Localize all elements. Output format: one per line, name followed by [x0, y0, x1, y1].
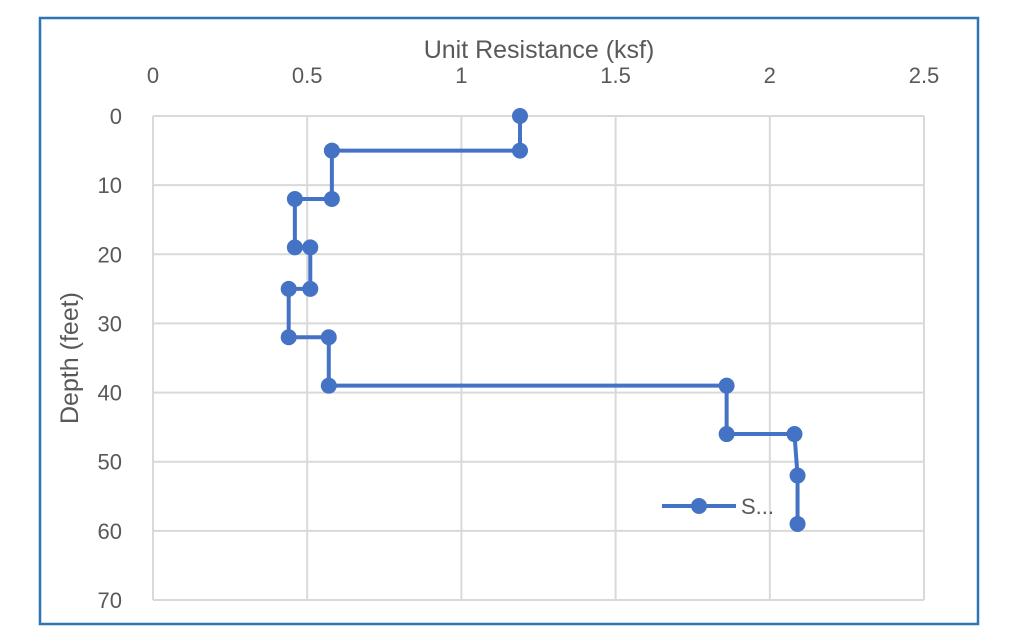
data-point [280, 280, 297, 297]
data-point [511, 108, 528, 124]
data-point [320, 377, 337, 394]
data-point [718, 377, 735, 394]
data-point [718, 426, 735, 443]
x-tick-label: 1.5 [600, 63, 631, 88]
y-tick-label: 30 [98, 311, 122, 336]
x-tick-label: 0 [147, 63, 159, 88]
y-tick-label: 50 [98, 450, 122, 475]
y-tick-labels: 0 10 20 30 40 50 60 70 [98, 104, 122, 613]
x-tick-label: 0.5 [292, 63, 323, 88]
x-axis-title: Unit Resistance (ksf) [424, 36, 655, 64]
data-point [286, 239, 303, 256]
y-tick-label: 40 [98, 381, 122, 406]
data-point [286, 190, 303, 207]
y-tick-label: 70 [98, 588, 122, 613]
y-tick-label: 20 [98, 242, 122, 267]
data-point [302, 280, 319, 297]
series-group [280, 108, 806, 532]
x-tick-label: 2 [764, 63, 776, 88]
data-point [789, 467, 806, 484]
data-point [323, 190, 340, 207]
data-point [302, 239, 319, 256]
chart-frame [38, 16, 980, 626]
data-point [789, 515, 806, 532]
legend-marker [691, 498, 707, 514]
x-tick-labels: 0 0.5 1 1.5 2 2.5 [147, 63, 939, 88]
data-point [280, 329, 297, 346]
data-point [511, 142, 528, 159]
y-tick-label: 10 [98, 173, 122, 198]
y-tick-label: 60 [98, 519, 122, 544]
data-point [320, 329, 337, 346]
y-axis-title: Depth (feet) [56, 292, 84, 424]
y-tick-label: 0 [110, 104, 122, 129]
data-point [323, 142, 340, 159]
legend: S... [662, 494, 774, 519]
data-point [786, 426, 803, 443]
legend-label: S... [741, 494, 774, 519]
x-tick-label: 1 [455, 63, 467, 88]
x-tick-label: 2.5 [909, 63, 940, 88]
